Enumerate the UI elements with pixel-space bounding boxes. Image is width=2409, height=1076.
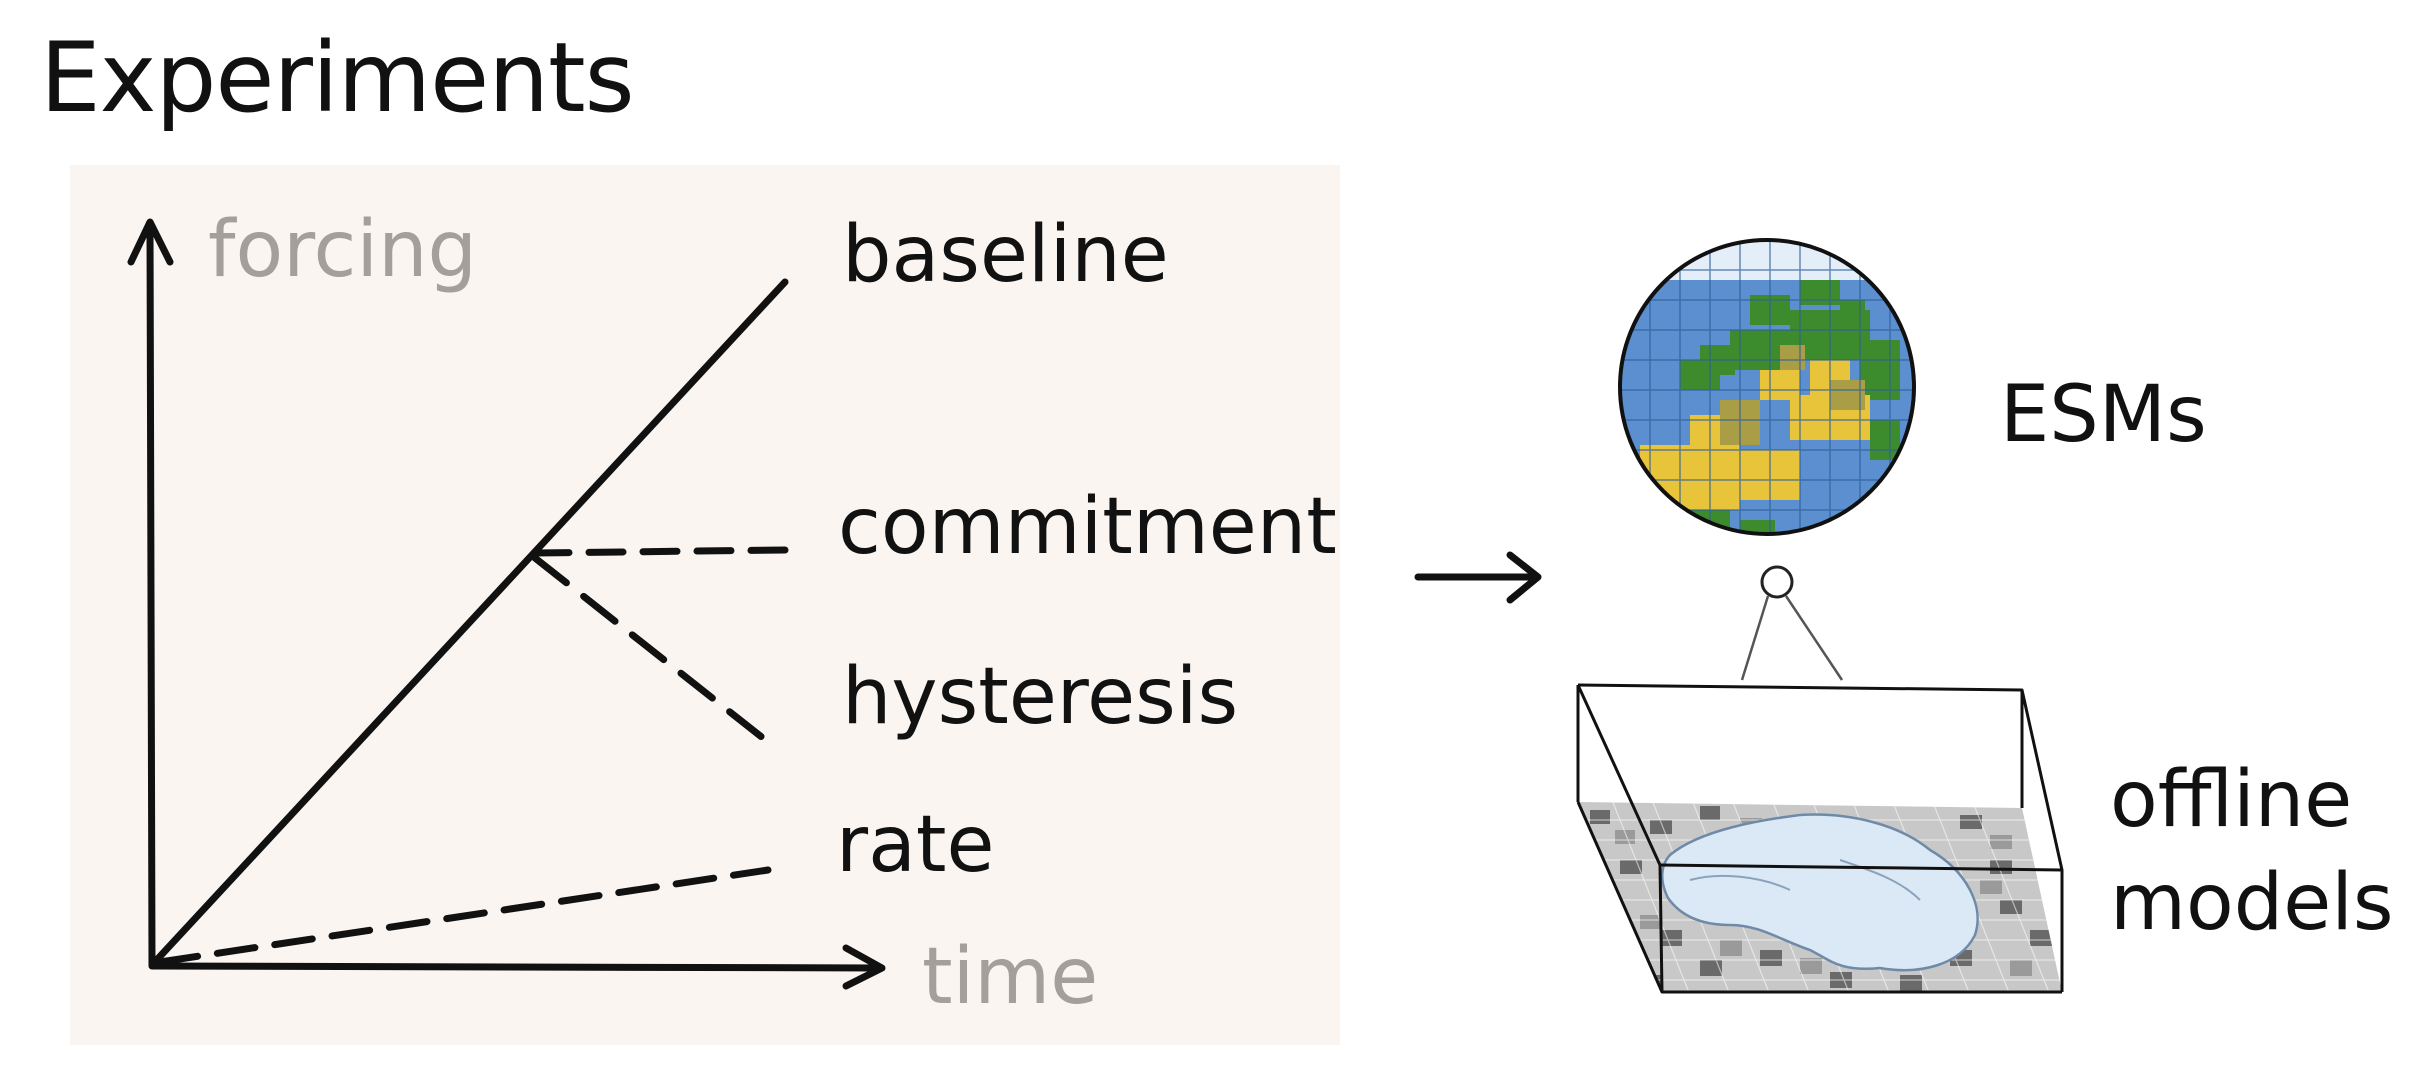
x-axis-arrowhead	[842, 944, 886, 990]
ice-sheet	[1661, 813, 1979, 972]
title: Experiments	[40, 22, 635, 134]
offline-model-box-icon	[1576, 683, 2064, 994]
x-axis	[148, 962, 884, 972]
y-axis-label: forcing	[208, 205, 478, 295]
experiments-panel	[70, 165, 1340, 1045]
hysteresis-line	[531, 554, 772, 746]
scenario-lines	[148, 278, 789, 969]
commitment-label: commitment	[838, 482, 1337, 572]
y-axis	[146, 224, 156, 969]
baseline-label: baseline	[842, 210, 1169, 300]
y-axis-arrowhead	[127, 218, 174, 266]
baseline-line	[148, 278, 789, 969]
esm-label: ESMs	[2000, 370, 2207, 460]
offline-label-line2: models	[2110, 858, 2394, 948]
x-axis-label: time	[922, 932, 1099, 1022]
commitment-line	[531, 546, 789, 557]
axes	[127, 218, 886, 990]
globe-icon	[1618, 238, 1916, 681]
right-arrow-icon	[1414, 551, 1542, 604]
rate-line	[156, 866, 772, 966]
hysteresis-label: hysteresis	[842, 652, 1239, 742]
rate-label: rate	[836, 800, 995, 890]
offline-label-line1: offline	[2110, 755, 2353, 845]
zoom-circle	[1760, 565, 1794, 599]
